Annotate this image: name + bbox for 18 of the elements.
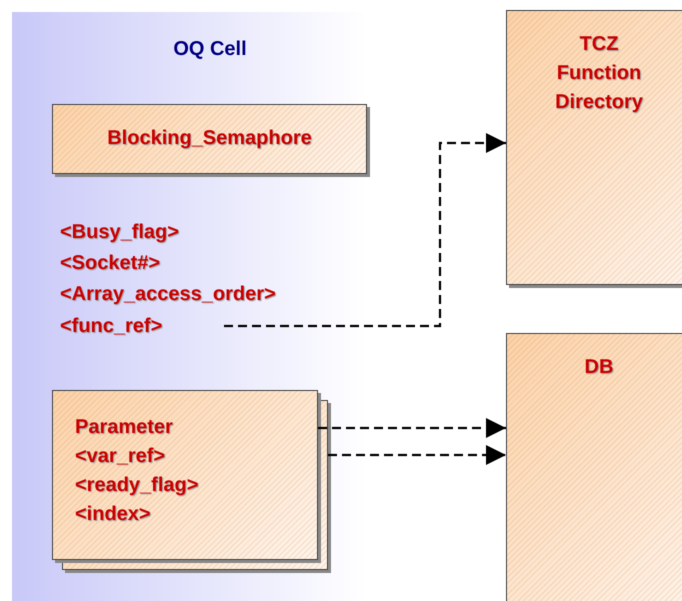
component-box	[506, 10, 682, 285]
field-text: <ready_flag>	[75, 473, 198, 498]
field-text: <Busy_flag>	[60, 220, 179, 245]
component-box	[52, 390, 318, 560]
field-text: <var_ref>	[75, 444, 166, 469]
dashed-arrow	[318, 418, 506, 438]
box-title: Blocking_Semaphore	[107, 127, 312, 150]
box-title: DB	[584, 355, 614, 380]
field-text: <func_ref>	[60, 313, 220, 339]
dashed-arrow	[224, 133, 506, 328]
field-text: <index>	[75, 502, 151, 527]
box-title: TCZ Function Directory	[554, 32, 644, 115]
component-box	[52, 104, 367, 174]
component-box	[506, 333, 682, 601]
field-text: <Socket#>	[60, 251, 160, 276]
panel-title: OQ Cell	[173, 38, 247, 61]
field-text: <Array_access_order>	[60, 282, 276, 307]
box-heading: Parameter	[75, 415, 173, 440]
